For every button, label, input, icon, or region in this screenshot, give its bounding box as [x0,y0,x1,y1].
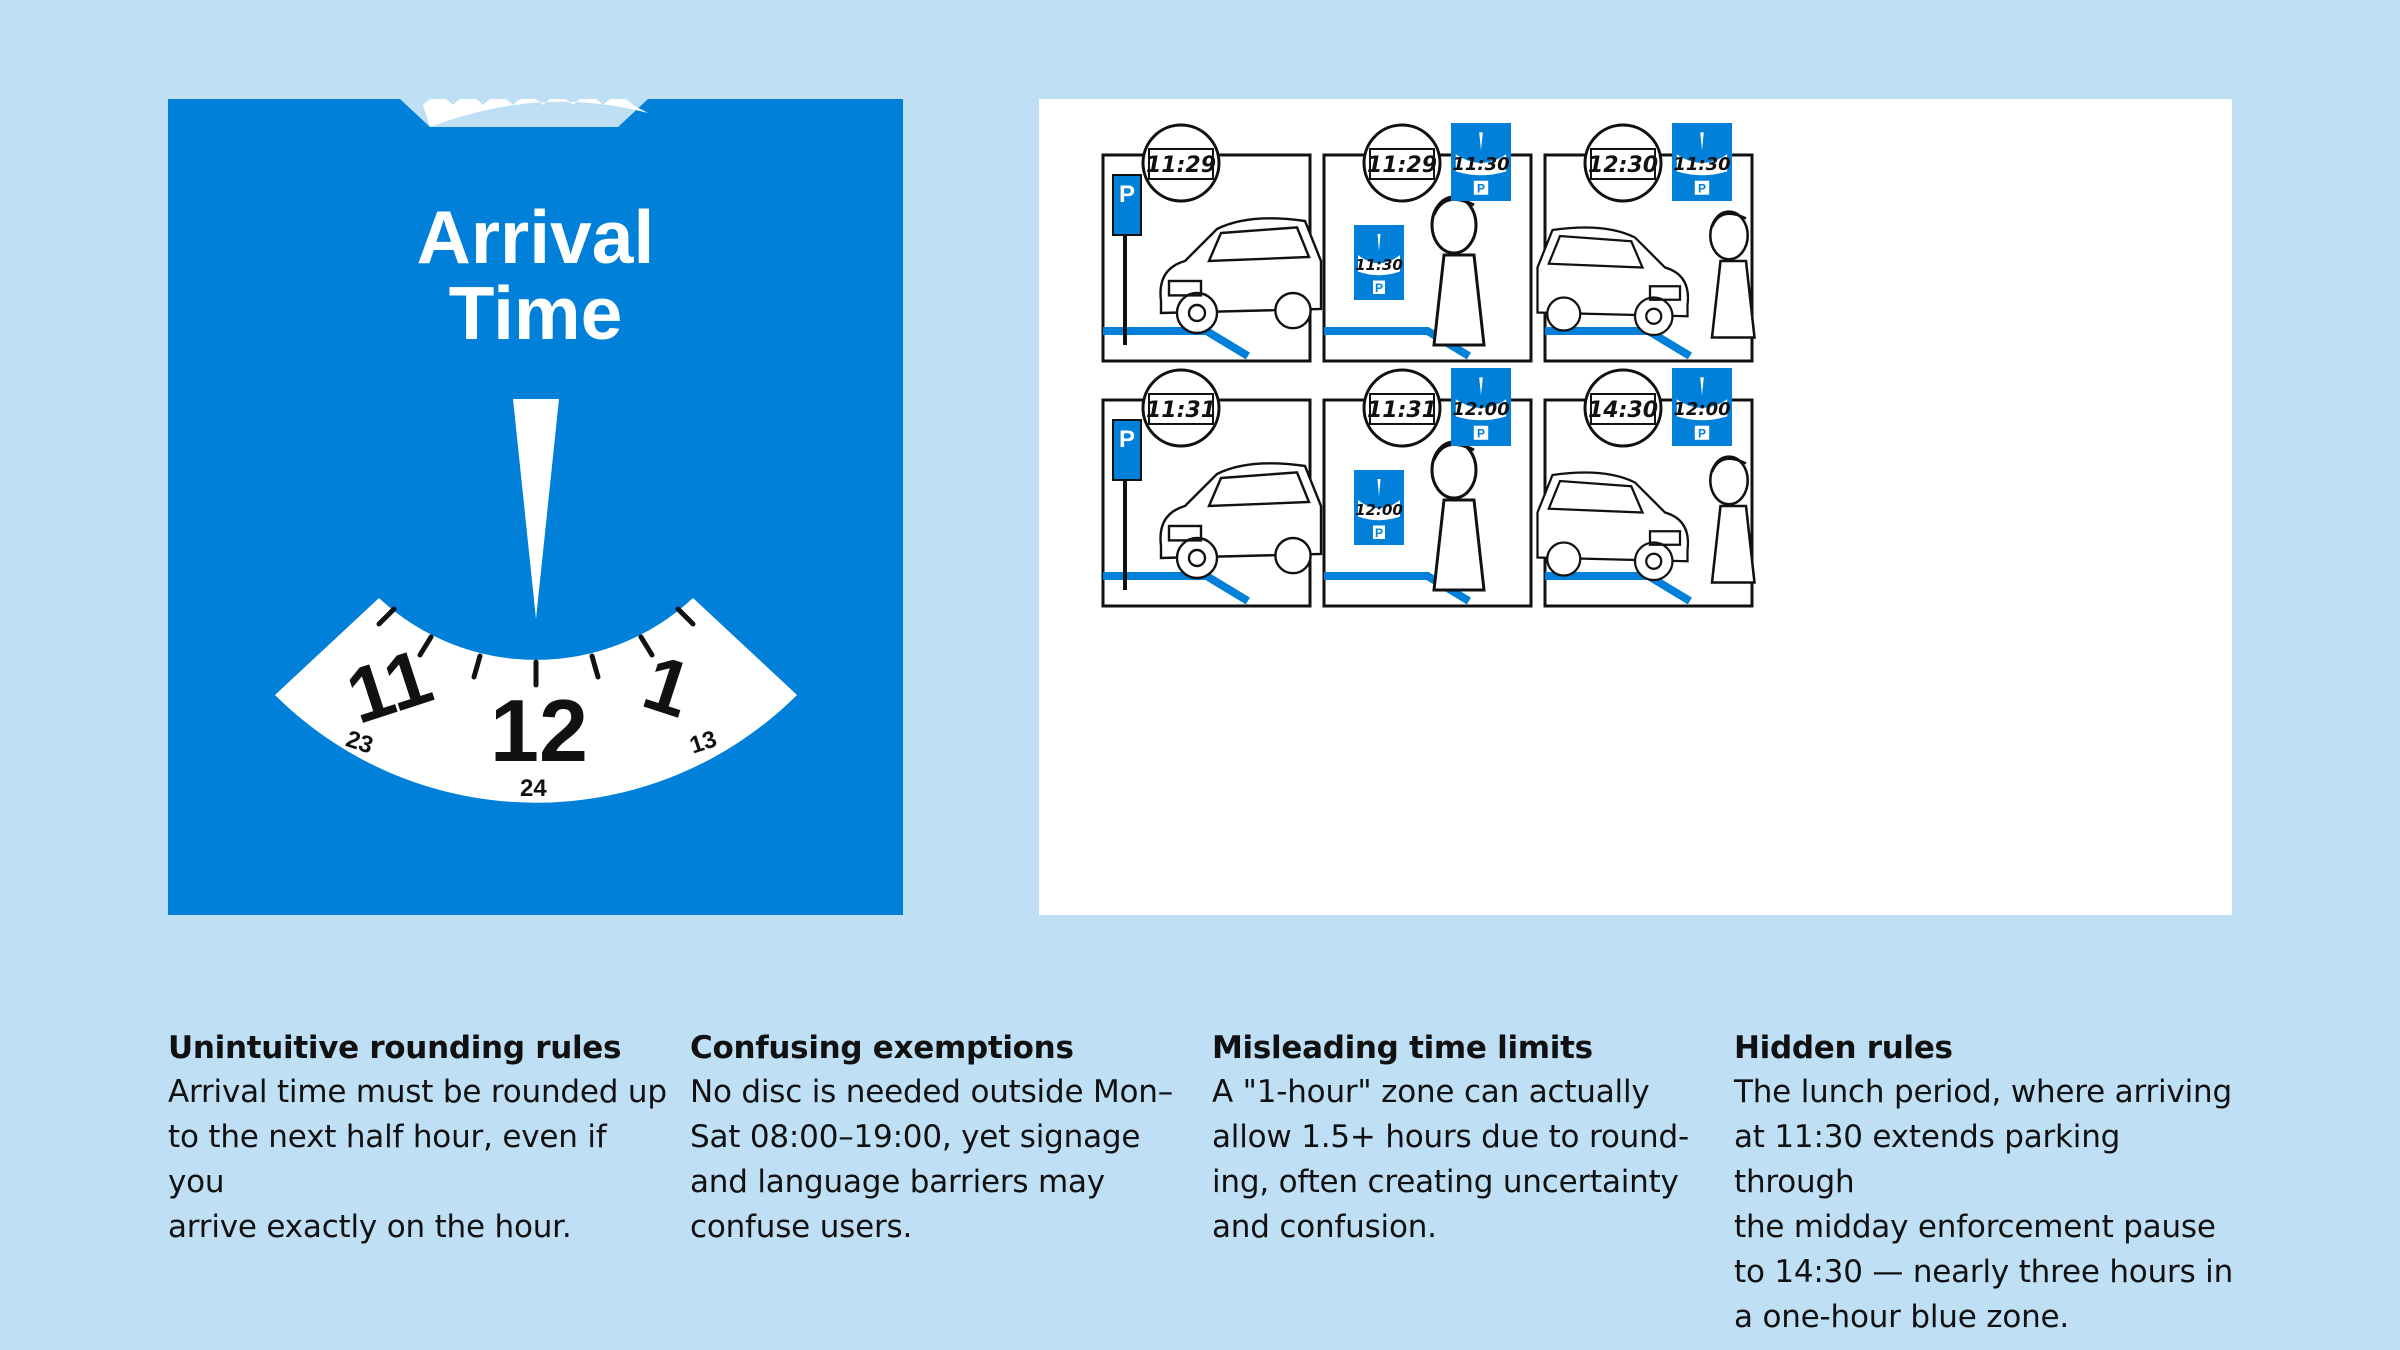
clock-time: 11:31 [1146,398,1216,423]
column-body: No disc is needed outside Mon– Sat 08:00… [690,1074,1174,1245]
parking-bay [1324,572,1471,605]
parking-p-icon: P [1375,281,1383,295]
panel-disc-time: 12:00 [1452,399,1509,420]
comic-panel: 12:30 11:30P [1536,118,1756,363]
column-heading: Unintuitive rounding rules [168,1030,622,1066]
clock-time: 11:29 [1367,153,1437,178]
car-icon [1159,217,1323,335]
comic-panel: 14:30 12:00P [1536,363,1756,608]
parking-sign-letter: P [1119,181,1135,208]
dial-24h-24: 24 [520,775,547,802]
column-exemptions: Confusing exemptions No disc is needed o… [690,1026,1190,1250]
parking-p-icon: P [1698,426,1706,440]
parking-sign-icon [1112,419,1142,481]
person-icon [1430,195,1486,347]
parking-sign-letter: P [1119,426,1135,453]
parking-p-icon: P [1698,181,1706,195]
parking-sign-icon [1112,174,1142,236]
disc-title-line1: Arrival [416,195,655,279]
panel-disc-time: 12:00 [1355,501,1403,519]
parking-p-icon: P [1375,526,1383,540]
parking-disc: Arrival Time 11 12 1 23 24 13 [168,99,903,915]
parking-bay [1324,327,1471,360]
disc-title: Arrival Time [168,199,903,351]
column-hidden-rules: Hidden rules The lunch period, where arr… [1734,1026,2234,1340]
person-icon [1430,440,1486,592]
clock-time: 14:30 [1588,398,1658,423]
car-icon [1536,226,1690,337]
parking-p-icon: P [1477,181,1485,195]
column-body: The lunch period, where arriving at 11:3… [1734,1074,2234,1335]
panel-disc-time: 11:30 [1673,154,1730,175]
clock-time: 11:31 [1367,398,1437,423]
column-heading: Misleading time limits [1212,1030,1593,1066]
disc-title-line2: Time [448,271,623,355]
dial-hour-12: 12 [490,681,588,780]
parking-disc-graphic [168,99,903,915]
column-body: A "1-hour" zone can actually allow 1.5+ … [1212,1074,1689,1245]
column-body: Arrival time must be rounded up to the n… [168,1074,667,1245]
comic-panel: P 11:29 [1101,123,1323,363]
person-icon [1709,455,1756,584]
column-rounding: Unintuitive rounding rules Arrival time … [168,1026,668,1250]
clock-time: 12:30 [1588,153,1658,178]
clock-time: 11:29 [1146,153,1216,178]
column-time-limits: Misleading time limits A "1-hour" zone c… [1212,1026,1712,1250]
panel-disc-time: 11:30 [1452,154,1509,175]
column-heading: Confusing exemptions [690,1030,1074,1066]
car-icon [1159,462,1323,580]
person-icon [1709,210,1756,339]
panel-disc-time: 11:30 [1355,256,1403,274]
comic-panel: P 11:31 [1101,368,1323,608]
car-icon [1536,471,1690,582]
panel-disc-time: 12:00 [1673,399,1730,420]
parking-p-icon: P [1477,426,1485,440]
column-heading: Hidden rules [1734,1030,1953,1066]
